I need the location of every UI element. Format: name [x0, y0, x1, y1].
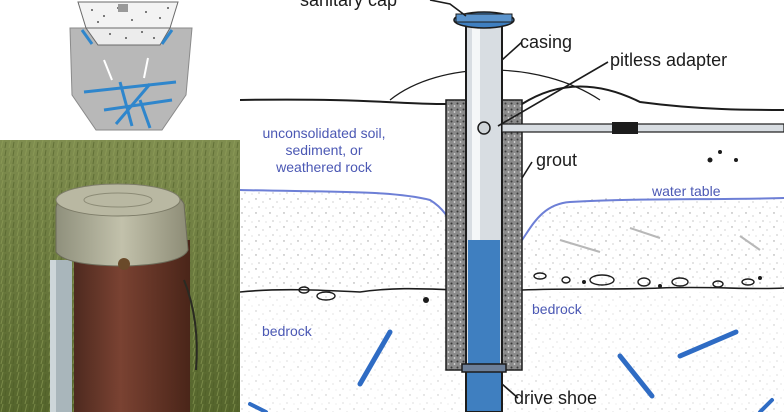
inset-cross-section [0, 0, 240, 140]
label-pitless-adapter: pitless adapter [610, 50, 727, 70]
label-unconsolidated-line1: unconsolidated soil, [263, 125, 386, 141]
label-unconsolidated-line2: sediment, or [285, 142, 362, 158]
label-drive-shoe: drive shoe [514, 388, 597, 408]
label-sanitary-cap: sanitary cap [300, 0, 397, 10]
well-diagram-svg: sanitary cap casing pitless adapter grou… [240, 0, 784, 412]
label-unconsolidated-line3: weathered rock [275, 159, 373, 175]
label-bedrock-right: bedrock [532, 301, 583, 317]
well-cross-section-diagram: sanitary cap casing pitless adapter grou… [240, 0, 784, 412]
label-water-table: water table [651, 183, 721, 199]
well-cap-photo [0, 140, 240, 412]
well-cap-photo-icon [0, 140, 240, 412]
label-bedrock-left: bedrock [262, 323, 313, 339]
inset-cross-section-icon [69, 1, 193, 131]
label-casing: casing [520, 32, 572, 52]
label-grout: grout [536, 150, 577, 170]
